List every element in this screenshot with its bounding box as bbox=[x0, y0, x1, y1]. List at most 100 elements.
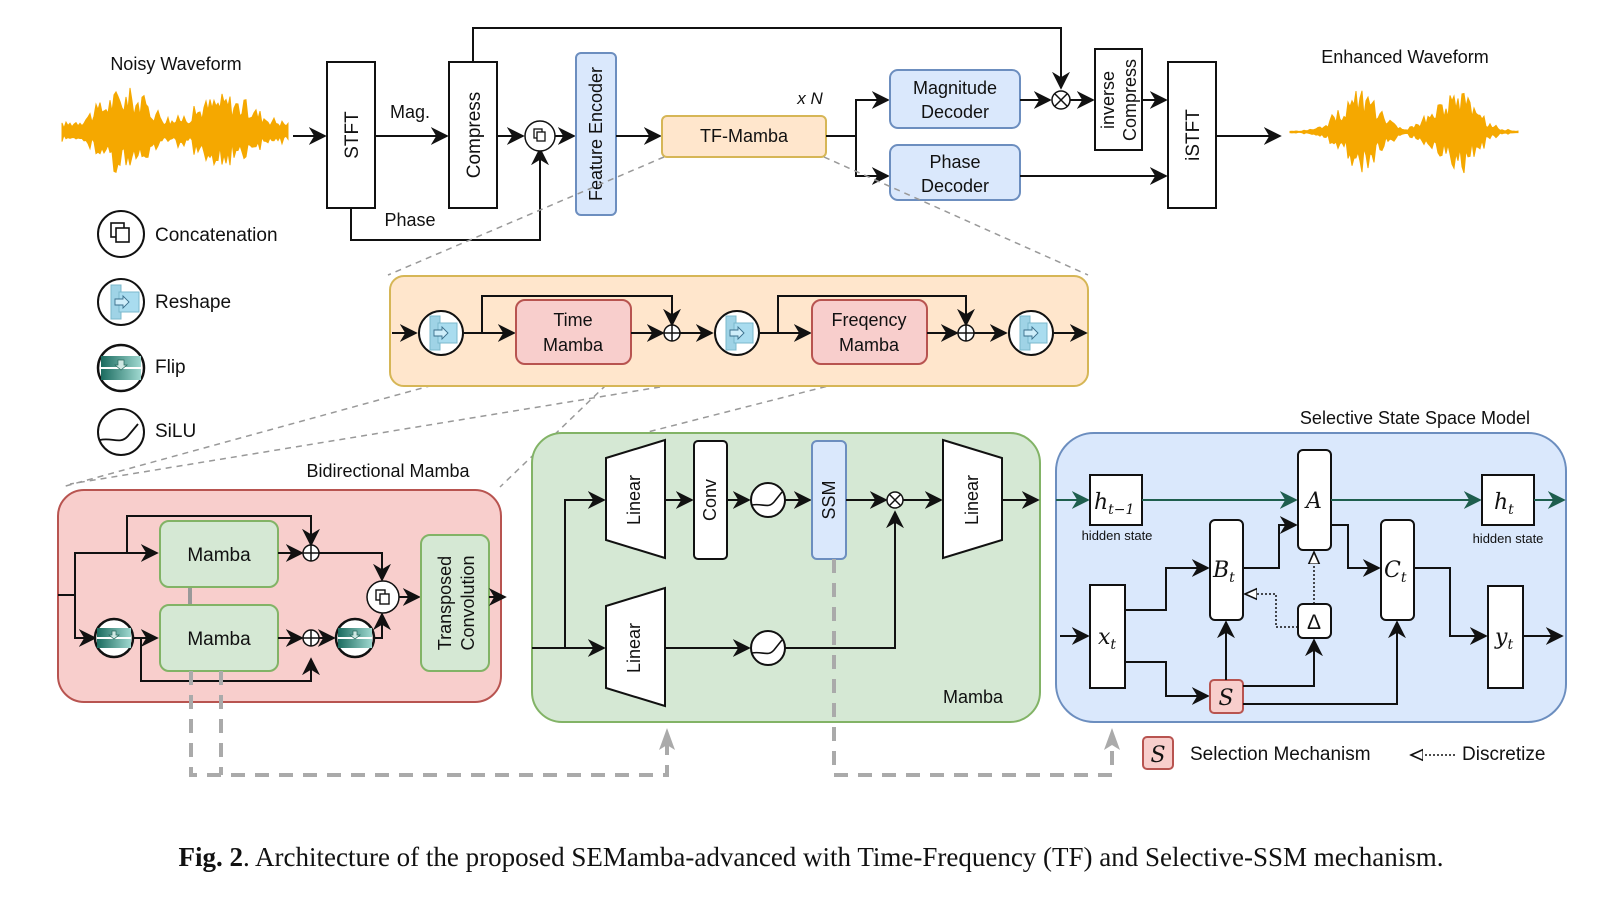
svg-text:Bt: Bt bbox=[1212, 558, 1235, 586]
silu-icon bbox=[750, 482, 786, 518]
legend-flip: Flip bbox=[96, 343, 186, 393]
svg-text:SiLU: SiLU bbox=[155, 421, 196, 442]
figure-caption: Fig. 2. Architecture of the proposed SEM… bbox=[179, 842, 1444, 872]
x-t-box: xt bbox=[1089, 584, 1126, 689]
mamba-forward-block: Mamba bbox=[159, 520, 279, 588]
svg-text:Selection Mechanism: Selection Mechanism bbox=[1190, 744, 1371, 765]
silu-icon bbox=[97, 408, 145, 456]
conv-block: Conv bbox=[693, 440, 728, 560]
svg-text:Magnitude: Magnitude bbox=[913, 78, 997, 98]
phase-decoder-block: Phase Decoder bbox=[889, 144, 1021, 201]
time-mamba-block: Time Mamba bbox=[515, 299, 632, 365]
svg-text:Mamba: Mamba bbox=[187, 545, 251, 566]
svg-text:yt: yt bbox=[1494, 625, 1513, 653]
svg-text:Reshape: Reshape bbox=[155, 292, 231, 313]
svg-text:Mamba: Mamba bbox=[839, 335, 900, 355]
c-t-box: Ct bbox=[1380, 519, 1415, 621]
svg-text:Discretize: Discretize bbox=[1462, 744, 1545, 765]
svg-text:Transposed: Transposed bbox=[435, 556, 455, 650]
stft-label: STFT bbox=[342, 111, 363, 159]
bidirectional-mamba-title: Bidirectional Mamba bbox=[306, 461, 470, 481]
ssm-block: SSM bbox=[811, 440, 847, 560]
multiply-node-top bbox=[1051, 90, 1071, 110]
a-box: A bbox=[1297, 449, 1332, 551]
hidden-state-label: hidden state bbox=[1473, 531, 1544, 546]
enhanced-waveform bbox=[1289, 90, 1519, 174]
add-node bbox=[302, 544, 320, 562]
legend-reshape: Reshape bbox=[97, 278, 231, 326]
svg-text:Δ: Δ bbox=[1307, 611, 1321, 634]
connector-arrow-mamba bbox=[659, 728, 675, 750]
repeat-label: x N bbox=[796, 89, 823, 108]
svg-text:Ct: Ct bbox=[1384, 558, 1407, 586]
compress-block: Compress bbox=[448, 61, 498, 209]
concat-node-top bbox=[524, 120, 556, 152]
hidden-state-label: hidden state bbox=[1082, 528, 1153, 543]
mamba-title: Mamba bbox=[943, 687, 1004, 707]
flip-icon bbox=[96, 343, 146, 393]
feature-encoder-block: Feature Encoder bbox=[575, 52, 617, 216]
h-t-box: ht bbox=[1481, 474, 1535, 526]
magnitude-decoder-block: Magnitude Decoder bbox=[889, 69, 1021, 129]
transposed-convolution-block: Transposed Convolution bbox=[420, 534, 490, 672]
b-t-box: Bt bbox=[1209, 519, 1244, 621]
concatenation-icon bbox=[375, 589, 390, 605]
svg-text:Decoder: Decoder bbox=[921, 102, 989, 122]
svg-text:SSM: SSM bbox=[819, 480, 839, 519]
selective-ssm-block: ht−1 hidden state A ht hidden state xt B… bbox=[1055, 432, 1567, 723]
tf-mamba-label: TF-Mamba bbox=[700, 126, 789, 146]
concat-node-bidir bbox=[366, 580, 400, 614]
legend-silu: SiLU bbox=[97, 408, 196, 456]
svg-text:xt: xt bbox=[1098, 625, 1116, 653]
mamba-block: Linear Linear Conv SSM bbox=[531, 432, 1041, 723]
multiply-node bbox=[886, 491, 904, 509]
istft-label: iSTFT bbox=[1183, 109, 1204, 161]
zoom-connectors bbox=[189, 559, 1114, 777]
connector-arrow-ssm bbox=[1104, 728, 1120, 750]
add-node bbox=[302, 629, 320, 647]
add-node bbox=[663, 324, 681, 342]
delta-box: Δ bbox=[1297, 603, 1332, 639]
enhanced-waveform-label: Enhanced Waveform bbox=[1321, 47, 1488, 67]
tf-mamba-expanded: reshape-icon Time Mamba reshape-icon Fre… bbox=[389, 275, 1089, 387]
inverse-compress-block: inverse Compress bbox=[1094, 48, 1143, 151]
svg-text:Linear: Linear bbox=[624, 623, 644, 673]
svg-text:Time: Time bbox=[553, 310, 592, 330]
concatenation-icon bbox=[110, 222, 130, 243]
linear-in-top: Linear bbox=[605, 438, 666, 560]
concatenation-icon bbox=[533, 128, 546, 142]
legend-discretize: Discretize bbox=[1411, 744, 1545, 765]
bidirectional-mamba-block: Mamba Mamba Transposed Convolution bbox=[57, 489, 507, 703]
svg-text:Phase: Phase bbox=[929, 152, 980, 172]
svg-text:inverse: inverse bbox=[1098, 71, 1118, 129]
svg-text:Concatenation: Concatenation bbox=[155, 225, 278, 246]
svg-text:S: S bbox=[1150, 743, 1165, 768]
svg-text:Conv: Conv bbox=[700, 479, 720, 521]
reshape-node: reshape-icon bbox=[418, 310, 464, 356]
frequency-mamba-block: Freqency Mamba bbox=[811, 299, 928, 365]
add-node bbox=[957, 324, 975, 342]
mamba-backward-block: Mamba bbox=[159, 604, 279, 672]
svg-text:Mamba: Mamba bbox=[187, 629, 251, 650]
compress-label: Compress bbox=[464, 92, 485, 179]
noisy-waveform-label: Noisy Waveform bbox=[110, 54, 241, 74]
h-prev-box: ht−1 bbox=[1089, 474, 1143, 526]
discretize-arrows bbox=[1245, 552, 1314, 628]
selection-box: S bbox=[1209, 679, 1244, 714]
svg-text:Freqency: Freqency bbox=[831, 310, 906, 330]
tf-mamba-block: TF-Mamba bbox=[661, 115, 827, 158]
reshape-icon bbox=[97, 278, 145, 326]
linear-out: Linear bbox=[942, 438, 1003, 560]
flip-node bbox=[93, 617, 135, 659]
silu-icon bbox=[750, 630, 786, 666]
svg-text:Decoder: Decoder bbox=[921, 176, 989, 196]
svg-text:S: S bbox=[1218, 686, 1233, 711]
legend-selection: S Selection Mechanism bbox=[1142, 736, 1371, 770]
istft-block: iSTFT bbox=[1167, 61, 1217, 209]
noisy-waveform bbox=[61, 87, 289, 174]
reshape-node: reshape-icon bbox=[714, 310, 760, 356]
flip-node bbox=[334, 617, 376, 659]
svg-text:Mamba: Mamba bbox=[543, 335, 604, 355]
svg-text:Flip: Flip bbox=[155, 357, 186, 378]
reshape-node: reshape-icon bbox=[1008, 310, 1054, 356]
